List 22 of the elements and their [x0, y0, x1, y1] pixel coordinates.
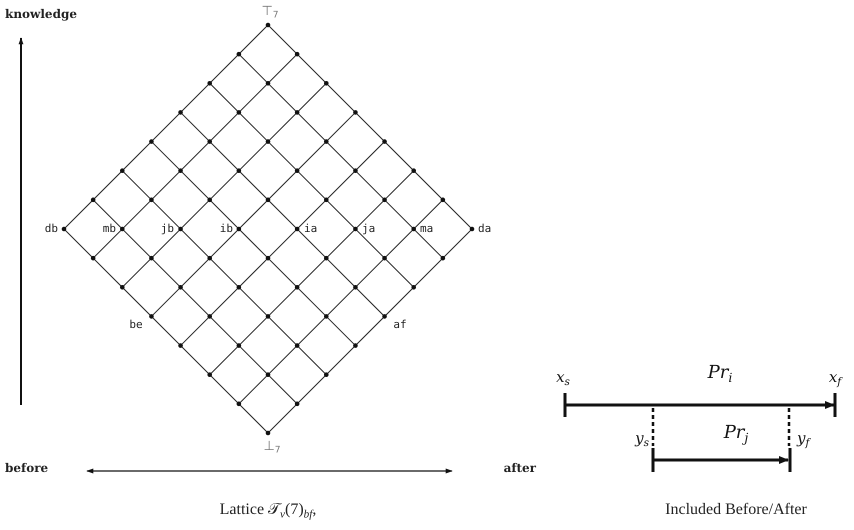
lattice-point-label: ja: [362, 223, 376, 234]
interval-endpoint-label: x$_{f}$: [828, 370, 842, 385]
top-element-label: ⊤$_{7}$: [261, 5, 279, 18]
interval-label: Pr$_{i}$: [708, 364, 732, 382]
axis-title: knowledge: [5, 8, 77, 20]
interval-endpoint-label: x$_{s}$: [556, 370, 570, 385]
lattice-point-label: ia: [304, 223, 318, 234]
lattice-point-label: be: [129, 319, 143, 330]
lattice-point-label: ib: [220, 223, 233, 234]
lattice-point-label: db: [44, 223, 58, 234]
lattice-point-label: da: [478, 223, 492, 234]
interval-endpoint-label: y$_{s}$: [635, 431, 649, 446]
bottom-element-label: ⊥$_{7}$: [263, 440, 281, 453]
lattice-point-label: mb: [102, 223, 116, 234]
interval-endpoint-label: y$_{f}$: [797, 431, 810, 446]
lattice-point-label: ma: [420, 223, 434, 234]
figure-caption: Included Before/After: [665, 502, 807, 518]
axis-title: after: [504, 462, 536, 474]
figure-caption: Lattice 𝒯$_{v}$(7)$_{bf}$,: [220, 502, 316, 518]
lattice-point-label: af: [393, 319, 407, 330]
lattice-point-label: jb: [160, 223, 174, 234]
axis-title: before: [5, 462, 48, 474]
